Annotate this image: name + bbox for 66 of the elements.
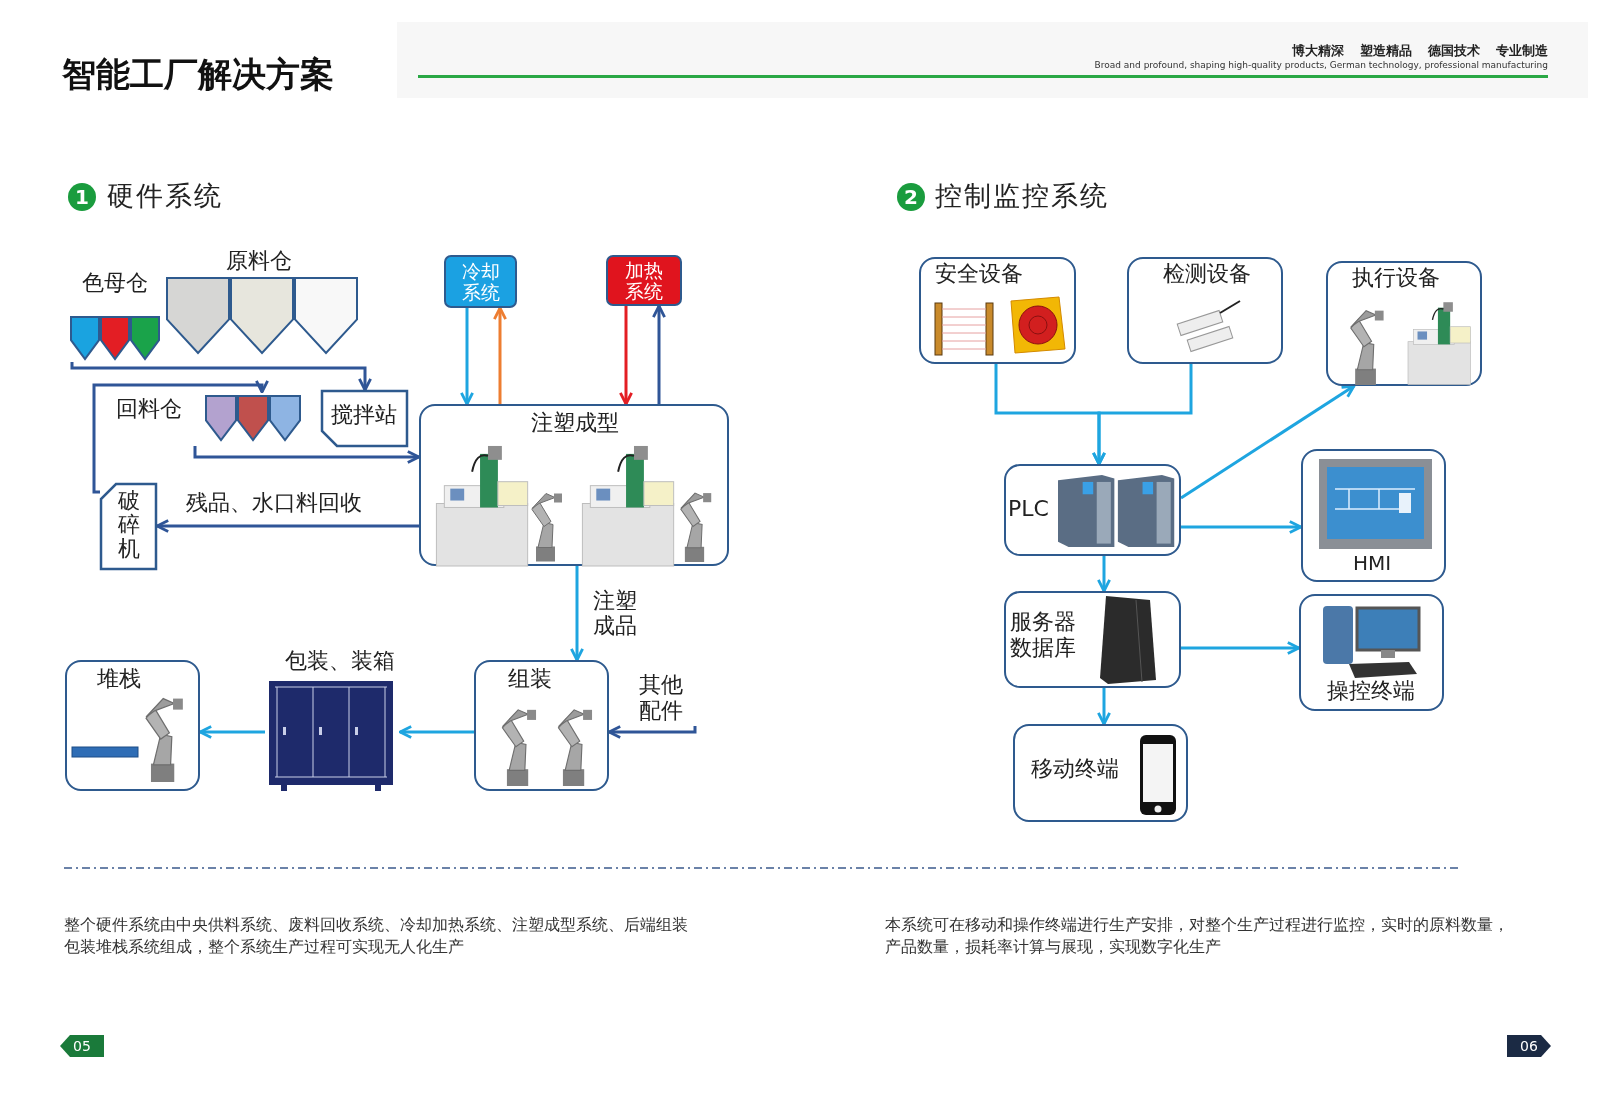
process-box [1299, 594, 1444, 711]
slogan-text: 德国技术 [1428, 42, 1480, 60]
process-box [1004, 464, 1181, 556]
process-box [1326, 261, 1482, 386]
flow-arrow [1181, 641, 1301, 655]
section-heading: 硬件系统 [107, 179, 223, 213]
node-label: 破碎机 [118, 489, 140, 562]
process-box [1004, 591, 1181, 688]
description-text: 整个硬件系统由中央供料系统、废料回收系统、冷却加热系统、注塑成型系统、后端组装包装堆栈系统组成，整个系统生产过程可实现无人化生产 [64, 914, 689, 958]
page-number: 05 [60, 1035, 104, 1057]
section-heading: 控制监控系统 [935, 179, 1109, 213]
process-box [1127, 257, 1283, 364]
edge-label: 残品、水口料回收 [186, 490, 362, 516]
node-label: 操控终端 [1327, 678, 1415, 705]
system-box [606, 255, 682, 306]
text-label: 其他配件 [639, 672, 688, 726]
flow-arrow [198, 725, 265, 739]
section-number: 1 [68, 183, 96, 211]
node-label: 包装、装箱 [285, 648, 395, 675]
flow-arrow [607, 725, 697, 739]
node-label: 检测设备 [1163, 261, 1251, 288]
page-title: 智能工厂解决方案 [62, 53, 334, 96]
node-label: 原料仓 [226, 248, 292, 275]
node-label: 加热系统 [625, 259, 663, 302]
slogan-text: 博大精深 [1292, 42, 1344, 60]
system-box [444, 255, 517, 308]
process-box [1013, 724, 1188, 822]
flow-arrow [398, 725, 474, 739]
node-label: 组装 [508, 666, 552, 693]
flow-arrow [460, 308, 474, 406]
node-label: 回料仓 [116, 396, 182, 423]
flow-arrow [92, 379, 269, 494]
flow-arrow [1097, 556, 1111, 593]
flow-arrow [1181, 520, 1303, 534]
node-label: 执行设备 [1352, 265, 1440, 292]
flow-arrow [193, 446, 421, 464]
process-box [1301, 449, 1446, 582]
flow-arrow [619, 306, 633, 406]
process-box [419, 404, 729, 566]
flow-arrow [70, 362, 372, 392]
node-label: 搅拌站 [331, 402, 397, 429]
process-box [65, 660, 200, 791]
flow-arrow [1092, 364, 1193, 466]
process-box [474, 660, 609, 791]
edge-label: 注塑成品 [593, 588, 637, 639]
description-text: 本系统可在移动和操作终端进行生产安排，对整个生产过程进行监控，实时的原料数量，产品数量，损耗率计算与展现，实现数字化生产 [885, 914, 1510, 958]
node-label: 注塑成型 [531, 410, 619, 437]
node-label: 色母仓 [82, 270, 148, 297]
slogan-text: 专业制造 [1496, 42, 1548, 60]
node-label: 移动终端 [1031, 756, 1119, 783]
process-box [919, 257, 1076, 364]
node-label: 堆栈 [97, 666, 141, 693]
flow-arrow [570, 566, 584, 662]
section-number: 2 [897, 183, 925, 211]
flow-arrow [1180, 384, 1356, 500]
node-label: 冷却系统 [461, 260, 500, 303]
node-label: PLC [1008, 496, 1049, 523]
tagline-text: Broad and profound, shaping high-quality products, German technology, professional manufacturing [1094, 60, 1548, 70]
flow-arrow [652, 304, 666, 404]
flow-arrow [1097, 688, 1111, 726]
node-label: 安全设备 [935, 261, 1023, 288]
flow-arrow [493, 306, 507, 404]
node-label: 服务器数据库 [1010, 609, 1076, 662]
node-label: HMI [1353, 551, 1392, 575]
slogan-text: 塑造精品 [1360, 42, 1412, 60]
page-number: 06 [1507, 1035, 1551, 1057]
